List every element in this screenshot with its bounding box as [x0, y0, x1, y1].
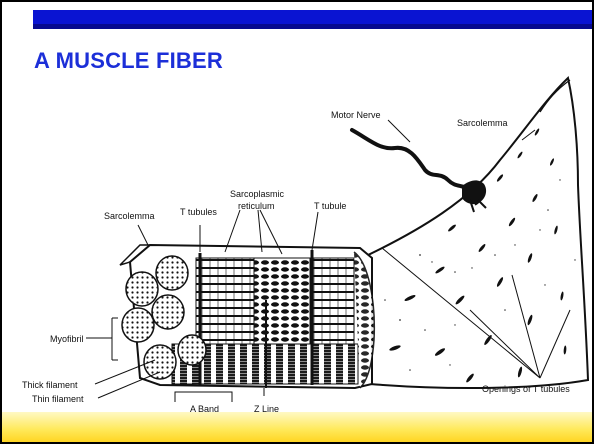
slide: A MUSCLE FIBER — [0, 0, 594, 444]
slide-frame — [0, 0, 594, 444]
